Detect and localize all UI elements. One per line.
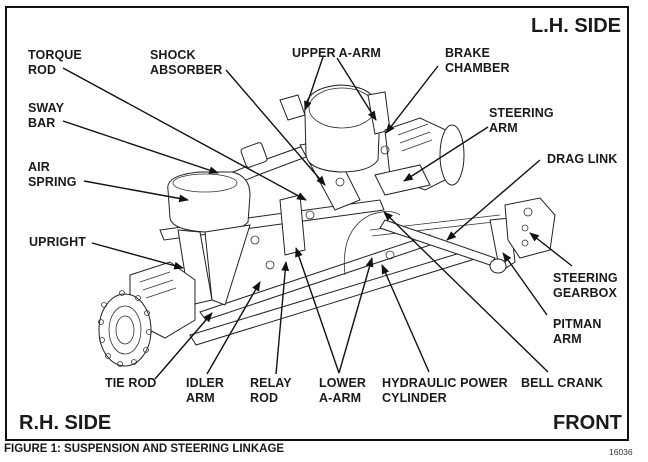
- label-line: STEERING: [553, 271, 618, 285]
- label-line: ROD: [28, 63, 57, 77]
- figure-caption: FIGURE 1: SUSPENSION AND STEERING LINKAG…: [4, 443, 285, 455]
- label-hydraulic-power-cylinder: HYDRAULIC POWER CYLINDER: [382, 376, 508, 406]
- leader-hydraulic-power-cylinder: [381, 264, 430, 373]
- orientation-rh-side: R.H. SIDE: [19, 412, 112, 434]
- leader-pitman-arm: [502, 252, 548, 316]
- orientation-front: FRONT: [553, 412, 622, 434]
- leader-torque-rod: [62, 67, 307, 201]
- label-line: A-ARM: [319, 391, 362, 405]
- orientation-lh-side: L.H. SIDE: [531, 15, 622, 37]
- lh-upper-a-arm-left: [279, 94, 306, 121]
- label-steering-arm: STEERING ARM: [489, 106, 554, 136]
- label-brake-chamber: BRAKE CHAMBER: [445, 46, 510, 76]
- label-line: ABSORBER: [150, 63, 223, 77]
- leader-lower-a-arm-right: [338, 257, 374, 374]
- label-idler-arm: IDLER ARM: [186, 376, 224, 406]
- label-line: SPRING: [28, 175, 77, 189]
- sway-bar-clamp: [240, 142, 268, 168]
- label-line: AIR: [28, 160, 50, 174]
- label-upper-a-arm: UPPER A-ARM: [292, 46, 381, 61]
- label-pitman-arm: PITMAN ARM: [553, 317, 602, 347]
- label-line: UPPER A-ARM: [292, 46, 381, 60]
- leader-upright: [91, 242, 184, 270]
- label-line: IDLER: [186, 376, 224, 390]
- label-line: ARM: [553, 332, 582, 346]
- label-line: TIE ROD: [105, 376, 157, 390]
- label-line: BRAKE: [445, 46, 490, 60]
- leader-lower-a-arm-left: [295, 247, 340, 374]
- label-line: ARM: [186, 391, 215, 405]
- leader-air-spring: [83, 180, 189, 203]
- rh-wheel-hub: [98, 261, 196, 367]
- leader-drag-link: [446, 159, 541, 241]
- leader-shock-absorber: [225, 69, 326, 186]
- leader-relay-rod: [275, 261, 290, 375]
- label-upright: UPRIGHT: [29, 235, 86, 250]
- rh-lower-arm: [204, 224, 251, 306]
- label-line: LOWER: [319, 376, 367, 390]
- label-steering-gearbox: STEERING GEARBOX: [553, 271, 618, 301]
- leader-upper-a-arm-right: [336, 57, 377, 121]
- label-torque-rod: TORQUE ROD: [28, 48, 82, 78]
- leader-steering-arm: [403, 126, 489, 182]
- label-relay-rod: RELAY ROD: [250, 376, 292, 406]
- figure-frame: [5, 6, 629, 441]
- torque-rod-shape: [279, 194, 306, 256]
- label-line: SWAY: [28, 101, 65, 115]
- label-drag-link: DRAG LINK: [547, 152, 617, 167]
- label-lower-a-arm: LOWER A-ARM: [319, 376, 366, 406]
- label-line: CHAMBER: [445, 61, 510, 75]
- leader-bell-crank: [383, 211, 549, 373]
- leader-sway-bar: [62, 120, 219, 174]
- label-line: ARM: [489, 121, 518, 135]
- lh-air-spring: [304, 84, 381, 173]
- label-line: PITMAN: [553, 317, 602, 331]
- rh-air-spring: [167, 171, 251, 233]
- label-line: DRAG LINK: [547, 152, 618, 166]
- label-line: SHOCK: [150, 48, 196, 62]
- leader-idler-arm: [206, 281, 261, 375]
- label-line: TORQUE: [28, 48, 82, 62]
- leader-lines: [62, 56, 573, 380]
- leader-tie-rod: [154, 312, 213, 380]
- label-line: HYDRAULIC POWER: [382, 376, 508, 390]
- label-shock-absorber: SHOCK ABSORBER: [150, 48, 222, 78]
- label-air-spring: AIR SPRING: [28, 160, 77, 190]
- label-line: CYLINDER: [382, 391, 447, 405]
- figure-number: 16036: [609, 447, 633, 457]
- label-line: STEERING: [489, 106, 554, 120]
- leader-upper-a-arm-left: [304, 56, 324, 111]
- label-sway-bar: SWAY BAR: [28, 101, 64, 131]
- label-line: UPRIGHT: [29, 235, 86, 249]
- label-line: ROD: [250, 391, 279, 405]
- leader-brake-chamber: [385, 65, 439, 134]
- label-line: BELL CRANK: [521, 376, 604, 390]
- label-line: BAR: [28, 116, 56, 130]
- label-tie-rod: TIE ROD: [105, 376, 156, 391]
- drag-link-shape: [379, 219, 496, 266]
- label-bell-crank: BELL CRANK: [521, 376, 603, 391]
- suspension-drawing: [98, 84, 556, 367]
- leader-steering-gearbox: [529, 232, 573, 267]
- label-line: RELAY: [250, 376, 292, 390]
- label-line: GEARBOX: [553, 286, 617, 300]
